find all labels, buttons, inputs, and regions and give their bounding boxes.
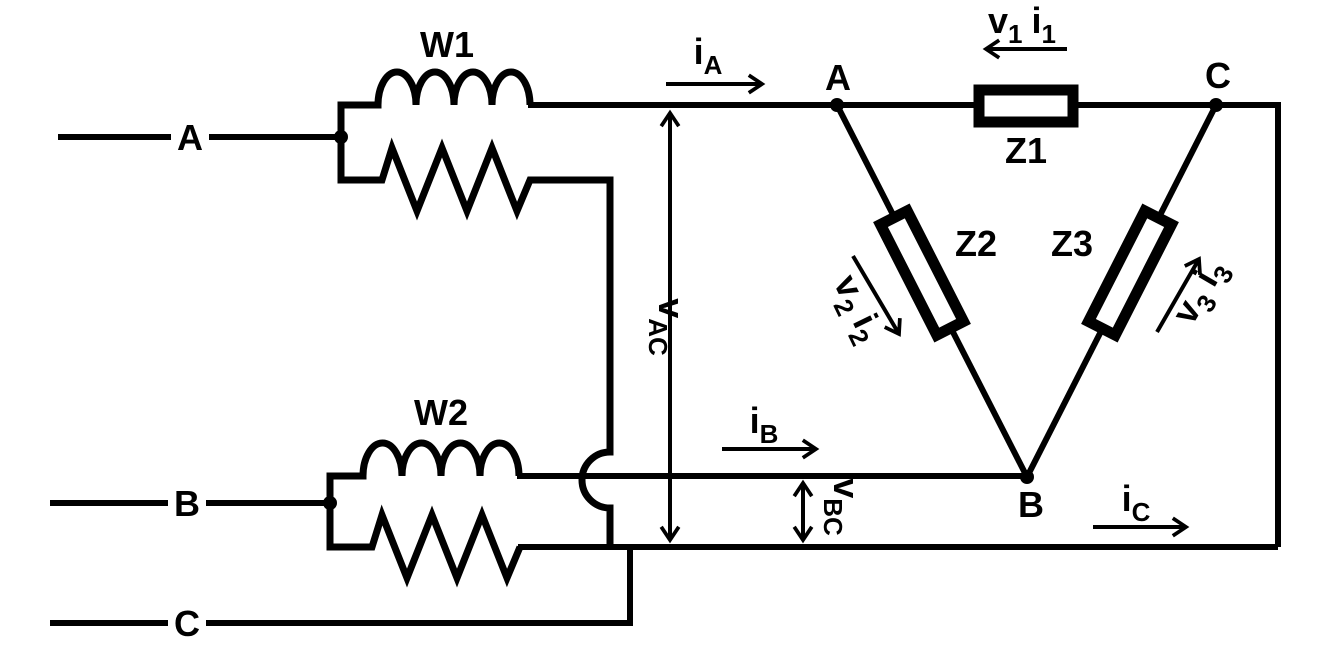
z1-impedance-box — [973, 84, 1079, 128]
junction-b-dot — [323, 496, 337, 510]
phase-c-input-wire-right — [206, 547, 633, 626]
phase-b-input-label: B — [174, 483, 200, 524]
labels: A B C W1 W2 A B C Z1 Z2 Z3 iA iB iC vAC … — [174, 0, 1240, 644]
node-b-label: B — [1018, 484, 1044, 525]
junction-a-dot — [334, 130, 348, 144]
v2i2-branch-label: v2i2 — [819, 268, 893, 351]
phase-a-input-label: A — [177, 117, 203, 158]
node-a-dot — [830, 98, 844, 112]
phase-c-input-label: C — [174, 603, 200, 644]
node-b-dot — [1020, 470, 1034, 484]
ia-current-label: iA — [694, 31, 723, 80]
v3i3-branch-label: v3i3 — [1163, 251, 1239, 334]
ic-current-label: iC — [1122, 478, 1151, 527]
vac-voltage-label: vAC — [643, 298, 692, 356]
node-c-dot — [1209, 98, 1223, 112]
v3i3-direction-arrow — [1155, 256, 1202, 333]
z3-label: Z3 — [1051, 223, 1093, 264]
v2i2-direction-arrow — [851, 254, 902, 337]
node-a-label: A — [825, 57, 851, 98]
z1-label: Z1 — [1005, 130, 1047, 171]
z3-impedance-box — [1081, 203, 1179, 343]
node-c-label: C — [1205, 55, 1231, 96]
z2-impedance-box — [873, 203, 971, 343]
w2-wattmeter-label: W2 — [414, 392, 468, 433]
ib-current-label: iB — [750, 400, 779, 449]
impedance-boxes — [873, 84, 1179, 343]
vbc-voltage-label: vBC — [818, 478, 867, 536]
annotations — [659, 38, 1202, 544]
z2-label: Z2 — [955, 223, 997, 264]
w1-voltage-coil-branch — [337, 137, 614, 547]
top-bus-wire — [528, 102, 1281, 547]
w2-current-coil — [326, 439, 523, 503]
connection-dots — [323, 98, 1223, 510]
w1-current-coil — [337, 68, 534, 137]
w1-wattmeter-label: W1 — [420, 24, 474, 65]
w2-voltage-coil-branch — [326, 503, 524, 588]
